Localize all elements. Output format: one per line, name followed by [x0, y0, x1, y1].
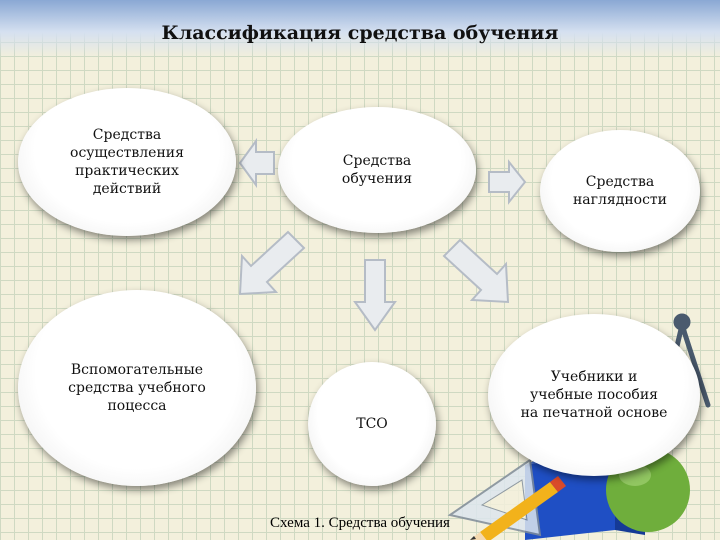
node-practical-label: Средства осуществления практических дейс… [70, 127, 184, 197]
node-center: Средства обучения [278, 107, 476, 233]
arrow-to-tso [353, 259, 397, 332]
page-title: Классификация средства обучения [161, 22, 559, 44]
node-auxiliary-label: Вспомогательные средства учебного поцесс… [68, 362, 206, 414]
arrow-to-practical [238, 137, 275, 189]
arrow-to-visual [488, 159, 527, 205]
figure-caption: Схема 1. Средства обучения [270, 515, 450, 531]
node-visual: Средства наглядности [540, 130, 700, 252]
header-band [0, 0, 720, 58]
node-tso: ТСО [308, 362, 436, 486]
node-auxiliary: Вспомогательные средства учебного поцесс… [18, 290, 256, 486]
node-tso-label: ТСО [356, 416, 388, 432]
node-practical: Средства осуществления практических дейс… [18, 88, 236, 236]
node-visual-label: Средства наглядности [572, 174, 668, 208]
node-center-label: Средства обучения [341, 153, 413, 187]
arrow-to-auxiliary [238, 230, 306, 296]
node-printed: Учебники и учебные пособия на печатной о… [488, 314, 700, 476]
node-printed-label: Учебники и учебные пособия на печатной о… [520, 369, 668, 421]
pencil-icon [470, 476, 566, 540]
arrow-to-printed [442, 238, 510, 304]
